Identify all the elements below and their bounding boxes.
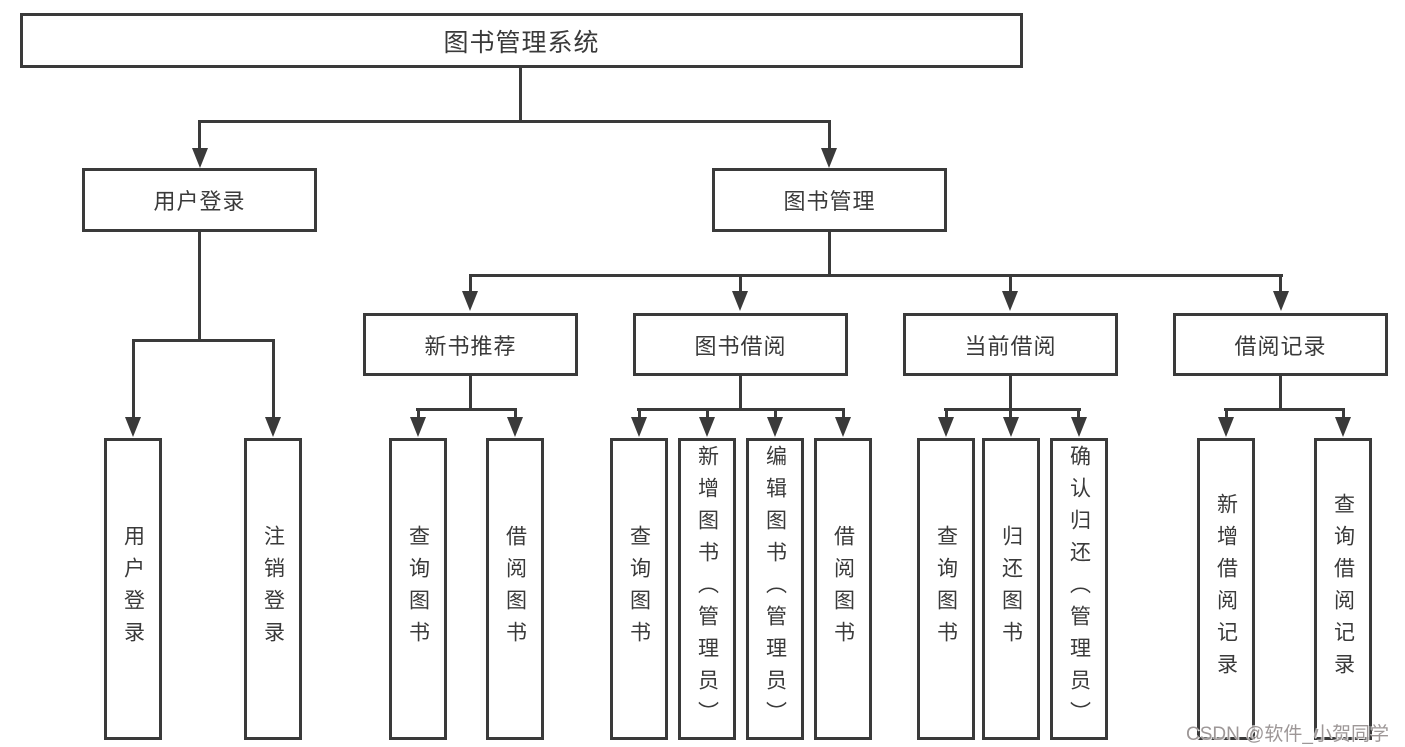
arrow-down-icon [938, 417, 954, 437]
connector-book-borrow-crossbar [637, 408, 845, 411]
leaf-query-books-1: 查询图书 [389, 438, 447, 740]
node-current-borrow: 当前借阅 [903, 313, 1118, 376]
connector-leaf-shaft [272, 339, 275, 418]
connector-leaf-shaft [774, 408, 777, 420]
connector-leaf-shaft [1225, 408, 1228, 420]
connector-leaf-shaft [1342, 408, 1345, 420]
connector-user-login-shaft [198, 120, 201, 150]
csdn-watermark: CSDN @软件_小贺同学 [1186, 724, 1389, 745]
leaf-logout: 注销登录 [244, 438, 302, 740]
leaf-borrow-books-1: 借阅图书 [486, 438, 544, 740]
leaf-return-books: 归还图书 [982, 438, 1040, 740]
leaf-query-borrow-record-label: 查询借阅记录 [1331, 493, 1355, 685]
connector-leaf-shaft [638, 408, 641, 420]
leaf-user-login: 用户登录 [104, 438, 162, 740]
leaf-borrow-books-1-label: 借阅图书 [503, 525, 527, 653]
connector-leaf-shaft [1077, 408, 1080, 420]
connector-leaf-shaft [514, 408, 517, 420]
connector-current-borrow-shaft [1009, 274, 1012, 292]
node-book-mgmt-label: 图书管理 [783, 189, 876, 214]
arrow-down-icon [1003, 417, 1019, 437]
node-root-label: 图书管理系统 [443, 28, 600, 57]
leaf-edit-books-admin-label: 编辑图书（管理员） [763, 445, 787, 733]
connector-root-stem [519, 68, 522, 120]
arrow-down-icon [1002, 291, 1018, 311]
leaf-logout-label: 注销登录 [261, 525, 285, 653]
connector-root-crossbar [198, 120, 831, 123]
leaf-return-books-label: 归还图书 [999, 525, 1023, 653]
leaf-query-borrow-record: 查询借阅记录 [1314, 438, 1372, 740]
leaf-add-borrow-record-label: 新增借阅记录 [1214, 493, 1238, 685]
arrow-down-icon [631, 417, 647, 437]
arrow-down-icon [732, 291, 748, 311]
connector-leaf-shaft [417, 408, 420, 420]
arrow-down-icon [1273, 291, 1289, 311]
leaf-add-borrow-record: 新增借阅记录 [1197, 438, 1255, 740]
connector-new-books-stem [469, 376, 472, 410]
connector-new-books-crossbar [416, 408, 517, 411]
connector-current-borrow-crossbar [944, 408, 1081, 411]
arrow-down-icon [410, 417, 426, 437]
connector-borrow-records-crossbar [1224, 408, 1345, 411]
node-book-borrow: 图书借阅 [633, 313, 848, 376]
arrow-down-icon [821, 148, 837, 168]
node-current-borrow-label: 当前借阅 [964, 333, 1057, 359]
leaf-query-books-1-label: 查询图书 [406, 525, 430, 653]
arrow-down-icon [1335, 417, 1351, 437]
connector-leaf-shaft [842, 408, 845, 420]
connector-new-books-shaft [469, 274, 472, 292]
leaf-add-books-admin: 新增图书（管理员） [678, 438, 736, 740]
node-user-login: 用户登录 [82, 168, 317, 232]
connector-leaf-shaft [945, 408, 948, 420]
leaf-query-books-3: 查询图书 [917, 438, 975, 740]
leaf-borrow-books-2: 借阅图书 [814, 438, 872, 740]
leaf-user-login-label: 用户登录 [121, 525, 145, 653]
connector-borrow-records-stem [1279, 376, 1282, 410]
connector-leaf-shaft [1009, 408, 1012, 420]
leaf-edit-books-admin: 编辑图书（管理员） [746, 438, 804, 740]
connector-book-mgmt-shaft [828, 120, 831, 150]
arrow-down-icon [699, 417, 715, 437]
connector-current-borrow-stem [1009, 376, 1012, 410]
arrow-down-icon [462, 291, 478, 311]
leaf-query-books-3-label: 查询图书 [934, 525, 958, 653]
connector-borrow-records-shaft [1279, 274, 1282, 292]
connector-book-borrow-shaft [739, 274, 742, 292]
connector-book-mgmt-crossbar [469, 274, 1283, 277]
arrow-down-icon [1218, 417, 1234, 437]
leaf-add-books-admin-label: 新增图书（管理员） [695, 445, 719, 733]
node-new-books-label: 新书推荐 [424, 333, 517, 359]
arrow-down-icon [1071, 417, 1087, 437]
arrow-down-icon [265, 417, 281, 437]
leaf-confirm-return-admin-label: 确认归还（管理员） [1067, 445, 1091, 733]
node-book-mgmt: 图书管理 [712, 168, 947, 232]
leaf-borrow-books-2-label: 借阅图书 [831, 525, 855, 653]
leaf-confirm-return-admin: 确认归还（管理员） [1050, 438, 1108, 740]
connector-user-login-stem [198, 232, 201, 339]
node-user-login-label: 用户登录 [153, 189, 246, 214]
arrow-down-icon [835, 417, 851, 437]
arrow-down-icon [507, 417, 523, 437]
arrow-down-icon [125, 417, 141, 437]
connector-user-login-crossbar [132, 339, 275, 342]
connector-book-mgmt-stem [828, 232, 831, 274]
node-new-books: 新书推荐 [363, 313, 578, 376]
leaf-query-books-2-label: 查询图书 [627, 525, 651, 653]
leaf-query-books-2: 查询图书 [610, 438, 668, 740]
node-borrow-records: 借阅记录 [1173, 313, 1388, 376]
arrow-down-icon [767, 417, 783, 437]
node-root: 图书管理系统 [20, 13, 1023, 68]
node-book-borrow-label: 图书借阅 [694, 333, 787, 359]
node-borrow-records-label: 借阅记录 [1234, 333, 1327, 359]
connector-book-borrow-stem [739, 376, 742, 410]
arrow-down-icon [192, 148, 208, 168]
connector-leaf-shaft [132, 339, 135, 418]
connector-leaf-shaft [706, 408, 709, 420]
